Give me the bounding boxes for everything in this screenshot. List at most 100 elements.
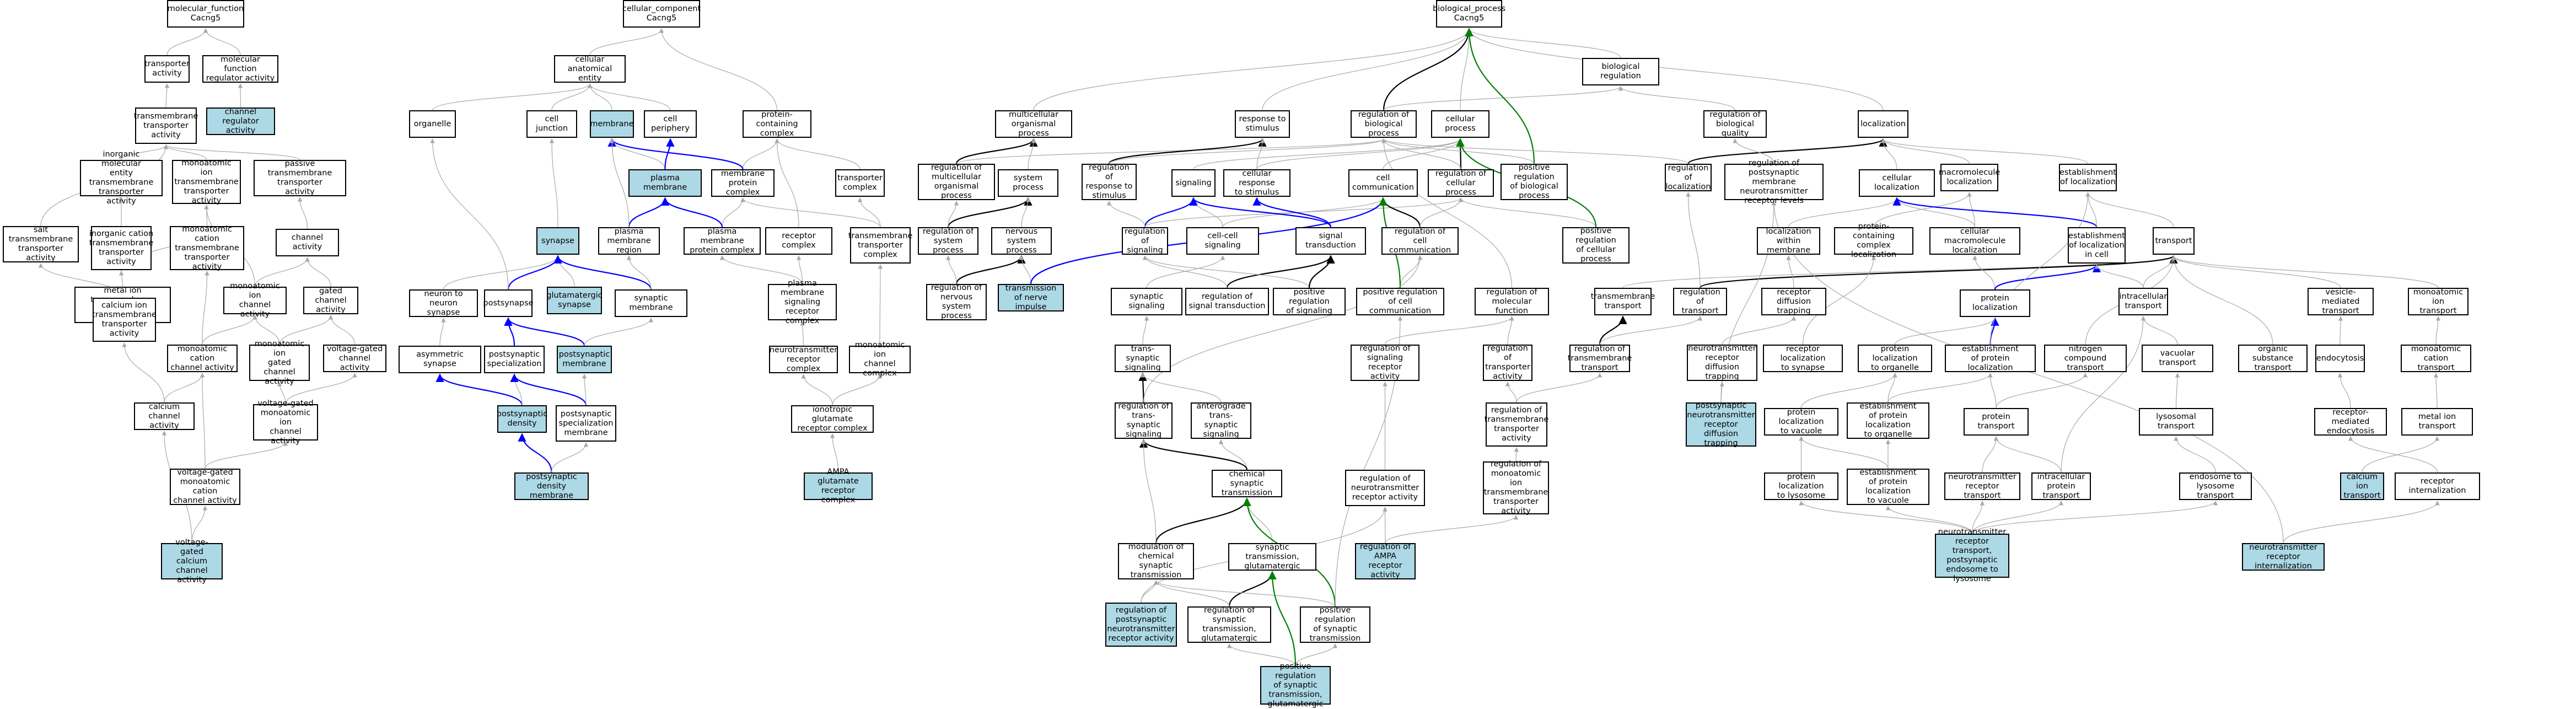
- node-localization-within-membrane[interactable]: localization within membrane: [1757, 227, 1820, 255]
- node-postsynapse[interactable]: postsynapse: [483, 289, 534, 317]
- node-nt-receptor-internalization[interactable]: neurotransmitter receptor internalizatio…: [2242, 543, 2325, 571]
- node-reg-multicellular[interactable]: regulation of multicellular organismal p…: [918, 163, 995, 200]
- node-cell-junction[interactable]: cell junction: [526, 110, 577, 138]
- node-cellular-macromolecule-localization[interactable]: cellular macromolecule localization: [1929, 227, 2020, 255]
- node-establishment-protein-localization-vacuole[interactable]: establishment of protein localization to…: [1847, 468, 1929, 505]
- node-postsynaptic-specialization[interactable]: postsynaptic specialization: [484, 346, 545, 373]
- node-nt-receptor-diffusion-trapping[interactable]: neurotransmitter receptor diffusion trap…: [1687, 344, 1757, 381]
- node-reg-postsynaptic-membrane-nt[interactable]: regulation of postsynaptic membrane neur…: [1724, 159, 1824, 205]
- node-receptor-internalization[interactable]: receptor internalization: [2395, 472, 2480, 500]
- node-intracellular-protein-transport[interactable]: intracellular protein transport: [2031, 472, 2091, 500]
- node-transporter-complex[interactable]: transporter complex: [835, 169, 885, 197]
- node-monoatomic-cation-transport[interactable]: monoatomic cation transport: [2401, 345, 2471, 372]
- node-mf[interactable]: molecular_function Cacng5: [167, 0, 244, 28]
- node-endocytosis[interactable]: endocytosis: [2315, 345, 2365, 372]
- node-postsynaptic-density[interactable]: postsynaptic density: [497, 405, 547, 433]
- node-mono-cation-channel[interactable]: monoatomic cation channel activity: [167, 345, 238, 372]
- node-reg-transporter-activity[interactable]: regulation of transporter activity: [1483, 344, 1532, 381]
- node-channel-reg[interactable]: channel regulator activity: [206, 108, 275, 135]
- node-system-process[interactable]: system process: [998, 169, 1058, 197]
- node-pos-reg-synaptic-transmission[interactable]: positive regulation of synaptic transmis…: [1300, 606, 1370, 643]
- node-reg-synaptic-transmission-glut[interactable]: regulation of synaptic transmission, glu…: [1187, 606, 1271, 643]
- node-multicellular-process[interactable]: multicellular organismal process: [995, 110, 1072, 138]
- node-postsynaptic-membrane[interactable]: postsynaptic membrane: [557, 346, 612, 373]
- node-signal-transduction[interactable]: signal transduction: [1295, 227, 1366, 255]
- node-intracellular-transport[interactable]: intracellular transport: [2118, 288, 2168, 315]
- node-cell-cell-signaling[interactable]: cell-cell signaling: [1186, 227, 1259, 255]
- node-inorg-mol-tm[interactable]: inorganic molecular entity transmembrane…: [80, 150, 163, 206]
- node-receptor-mediated-endocytosis[interactable]: receptor-mediated endocytosis: [2314, 408, 2387, 436]
- node-reg-system-process[interactable]: regulation of system process: [918, 227, 978, 255]
- node-macromolecule-localization[interactable]: macromolecule localization: [1939, 164, 2000, 191]
- node-reg-signal-transduction[interactable]: regulation of signal transduction: [1185, 288, 1269, 315]
- node-pos-reg-synaptic-transmission-glut[interactable]: positive regulation of synaptic transmis…: [1260, 662, 1331, 708]
- node-calcium-ion-tm[interactable]: calcium ion transmembrane transporter ac…: [92, 298, 157, 342]
- node-metal-ion-transport[interactable]: metal ion transport: [2401, 408, 2473, 436]
- node-nt-receptor-transport[interactable]: neurotransmitter receptor transport: [1944, 472, 2020, 500]
- node-reg-signaling-receptor-activity[interactable]: regulation of signaling receptor activit…: [1351, 344, 1419, 381]
- node-reg-postsynaptic-nt-receptor-activity[interactable]: regulation of postsynaptic neurotransmit…: [1105, 603, 1177, 647]
- node-transporter-activity[interactable]: transporter activity: [144, 55, 190, 83]
- node-n2n-synapse[interactable]: neuron to neuron synapse: [409, 289, 478, 317]
- node-nitrogen-compound-transport[interactable]: nitrogen compound transport: [2044, 345, 2127, 372]
- node-membrane[interactable]: membrane: [590, 110, 634, 138]
- node-reg-biological-quality[interactable]: regulation of biological quality: [1703, 110, 1767, 138]
- node-monoatomic-ion-transport[interactable]: monoatomic ion transport: [2408, 288, 2469, 315]
- node-protein-transport[interactable]: protein transport: [1964, 408, 2029, 436]
- node-nervous-system-process[interactable]: nervous system process: [991, 227, 1052, 255]
- node-reg-signaling[interactable]: regulation of signaling: [1122, 227, 1168, 255]
- node-bp[interactable]: biological_process Cacng5: [1433, 0, 1505, 28]
- node-reg-mono-ion-tm-transporter[interactable]: regulation of monoatomic ion transmembra…: [1483, 460, 1549, 515]
- node-protein-localization-organelle[interactable]: protein localization to organelle: [1858, 345, 1932, 372]
- node-plasma-membrane[interactable]: plasma membrane: [628, 169, 702, 197]
- node-pos-reg-bp[interactable]: positive regulation of biological proces…: [1501, 163, 1568, 200]
- node-reg-tm-transporter-activity[interactable]: regulation of transmembrane transporter …: [1485, 402, 1548, 447]
- node-vesicle-mediated-transport[interactable]: vesicle-mediated transport: [2308, 288, 2374, 315]
- node-vg-mono-cation[interactable]: voltage-gated monoatomic cation channel …: [170, 468, 240, 505]
- node-reg-transport[interactable]: regulation of transport: [1673, 288, 1727, 315]
- node-establishment-localization-cell[interactable]: establishment of localization in cell: [2068, 227, 2126, 264]
- node-anterograde-trans-synaptic[interactable]: anterograde trans-synaptic signaling: [1191, 402, 1251, 439]
- node-salt-tm[interactable]: salt transmembrane transporter activity: [3, 225, 79, 262]
- node-asymmetric-synapse[interactable]: asymmetric synapse: [399, 346, 481, 373]
- node-biological-regulation[interactable]: biological regulation: [1582, 58, 1659, 85]
- node-establishment-protein-localization-organelle[interactable]: establishment of protein localization to…: [1847, 402, 1929, 439]
- node-protein-complex[interactable]: protein-containing complex: [743, 110, 811, 138]
- node-postsynaptic-nt-receptor-diffusion[interactable]: postsynaptic neurotransmitter receptor d…: [1686, 401, 1756, 448]
- node-lysosomal-transport[interactable]: lysosomal transport: [2139, 408, 2213, 436]
- node-localization[interactable]: localization: [1858, 110, 1908, 138]
- node-mono-ion-channel-complex[interactable]: monoatomic ion channel complex: [849, 341, 911, 378]
- node-tm-transporter-complex[interactable]: transmembrane transporter complex: [848, 227, 912, 264]
- node-pos-reg-cellular-process[interactable]: positive regulation of cellular process: [1562, 227, 1630, 264]
- node-gated-channel[interactable]: gated channel activity: [303, 287, 358, 314]
- node-organelle[interactable]: organelle: [409, 110, 456, 138]
- node-synaptic-transmission-glutamatergic[interactable]: synaptic transmission, glutamatergic: [1228, 543, 1316, 571]
- node-reg-nt-receptor-activity[interactable]: regulation of neurotransmitter receptor …: [1345, 470, 1425, 506]
- node-protein-localization[interactable]: protein localization: [1960, 289, 2030, 317]
- node-response-to-stimulus[interactable]: response to stimulus: [1235, 110, 1290, 138]
- node-inorg-cation-tm[interactable]: inorganic cation transmembrane transport…: [89, 226, 153, 270]
- node-chemical-synaptic-transmission[interactable]: chemical synaptic transmission: [1212, 470, 1282, 497]
- node-receptor-localization-synapse[interactable]: receptor localization to synapse: [1763, 345, 1843, 372]
- node-cell-anat[interactable]: cellular anatomical entity: [554, 55, 626, 83]
- node-cellular-response-stimulus[interactable]: cellular response to stimulus: [1223, 169, 1290, 197]
- node-receptor-diffusion-trapping[interactable]: receptor diffusion trapping: [1761, 288, 1826, 315]
- node-cc[interactable]: cellular_component Cacng5: [622, 0, 701, 28]
- node-vg-calcium[interactable]: voltage-gated calcium channel activity: [161, 538, 223, 584]
- node-reg-cellular-process[interactable]: regulation of cellular process: [1428, 169, 1494, 197]
- node-reg-trans-synaptic[interactable]: regulation of trans-synaptic signaling: [1115, 402, 1173, 439]
- node-reg-response-stimulus[interactable]: regulation of response to stimulus: [1082, 163, 1137, 200]
- node-psd-membrane[interactable]: postsynaptic density membrane: [514, 472, 589, 500]
- node-reg-localization[interactable]: regulation of localization: [1665, 164, 1712, 191]
- node-protein-complex-localization[interactable]: protein-containing complex localization: [1834, 222, 1913, 259]
- node-cellular-process[interactable]: cellular process: [1431, 110, 1489, 138]
- node-endosome-lysosome-transport[interactable]: endosome to lysosome transport: [2179, 472, 2252, 500]
- node-synapse[interactable]: synapse: [536, 227, 579, 255]
- node-transmission-nerve-impulse[interactable]: transmission of nerve impulse: [998, 284, 1064, 311]
- node-cellular-localization[interactable]: cellular localization: [1859, 169, 1935, 197]
- node-trans-synaptic-signaling[interactable]: trans-synaptic signaling: [1115, 345, 1171, 372]
- node-cell-communication[interactable]: cell communication: [1348, 169, 1418, 197]
- node-pos-reg-signaling[interactable]: positive regulation of signaling: [1273, 288, 1346, 315]
- node-protein-localization-lysosome[interactable]: protein localization to lysosome: [1764, 472, 1838, 500]
- node-reg-molecular-function[interactable]: regulation of molecular function: [1475, 288, 1549, 315]
